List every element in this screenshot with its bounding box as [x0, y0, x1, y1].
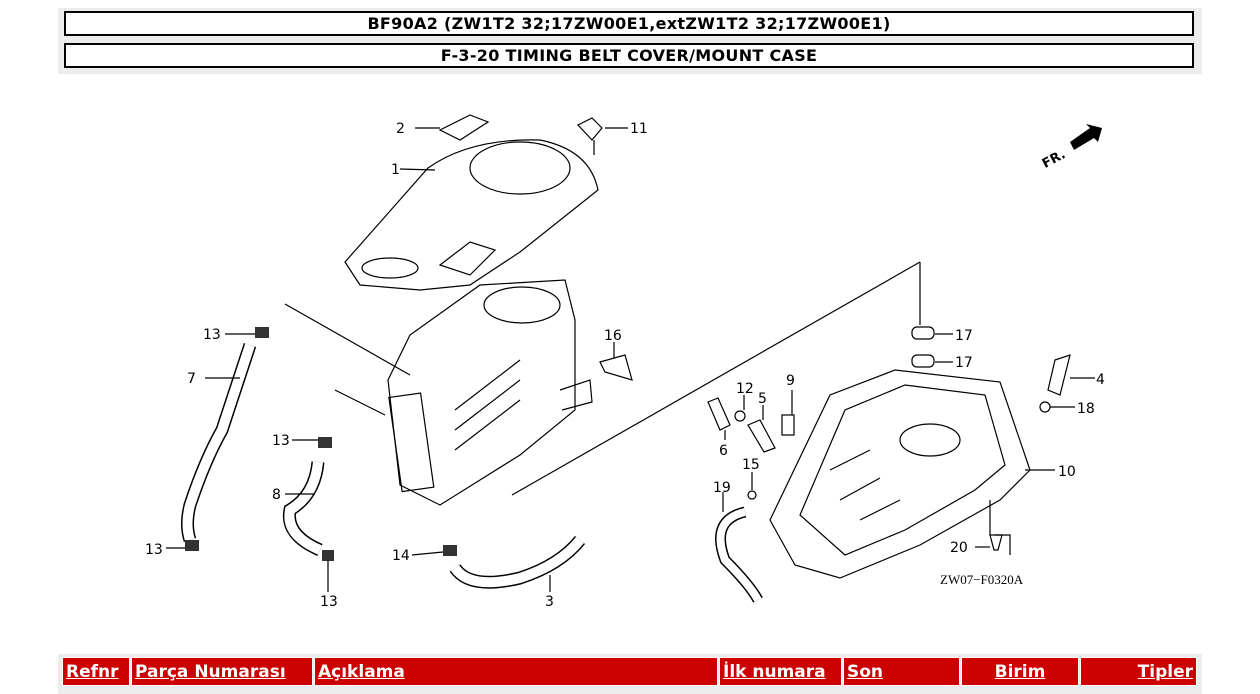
- callout-17b: 17: [955, 355, 973, 371]
- section-title: F-3-20 TIMING BELT COVER/MOUNT CASE: [64, 43, 1194, 68]
- callout-4: 4: [1096, 372, 1105, 388]
- callout-18: 18: [1077, 401, 1095, 417]
- callout-15: 15: [742, 457, 760, 473]
- col-refnr[interactable]: Refnr: [62, 657, 130, 686]
- col-first-number[interactable]: İlk numara: [719, 657, 842, 686]
- callout-13b: 13: [272, 433, 290, 449]
- parts-diagram: 2 1 11 13 7 13 8 13 13 14 3 16 17 17 4 1…: [145, 114, 1105, 610]
- callout-7: 7: [187, 371, 196, 387]
- callout-11: 11: [630, 121, 648, 137]
- callout-5: 5: [758, 391, 767, 407]
- callout-13c: 13: [145, 542, 163, 558]
- col-unit[interactable]: Birim: [961, 657, 1079, 686]
- callout-8: 8: [272, 487, 281, 503]
- small-parts: [599, 326, 1071, 551]
- callout-17a: 17: [955, 328, 973, 344]
- col-part-number[interactable]: Parça Numarası: [131, 657, 313, 686]
- model-title: BF90A2 (ZW1T2 32;17ZW00E1,extZW1T2 32;17…: [64, 11, 1194, 36]
- engine-block: [387, 279, 593, 506]
- header-frame: BF90A2 (ZW1T2 32;17ZW00E1,extZW1T2 32;17…: [58, 8, 1202, 74]
- callout-13a: 13: [203, 327, 221, 343]
- callout-3: 3: [545, 594, 554, 610]
- bolt-11: [577, 117, 603, 155]
- mount-case: [769, 369, 1031, 579]
- grommet: [438, 114, 490, 141]
- callout-2: 2: [396, 121, 405, 137]
- callout-19: 19: [713, 480, 731, 496]
- hose-clamps: [185, 327, 457, 561]
- col-last[interactable]: Son: [843, 657, 960, 686]
- hose-7: [181, 342, 257, 543]
- col-description[interactable]: Açıklama: [314, 657, 718, 686]
- drawing-code: ZW07−F0320A: [940, 572, 1024, 587]
- callout-10: 10: [1058, 464, 1076, 480]
- callout-16: 16: [604, 328, 622, 344]
- callout-20: 20: [950, 540, 968, 556]
- front-arrow-icon: [1070, 124, 1102, 150]
- callout-1: 1: [391, 162, 400, 178]
- callout-numbers: 2 1 11 13 7 13 8 13 13 14 3 16 17 17 4 1…: [145, 121, 1105, 610]
- hose-8: [282, 461, 325, 556]
- callout-13d: 13: [320, 594, 338, 610]
- hose-19: [715, 506, 763, 603]
- callout-12: 12: [736, 381, 754, 397]
- timing-belt-cover: [344, 139, 599, 291]
- callout-6: 6: [719, 443, 728, 459]
- callout-9: 9: [786, 373, 795, 389]
- col-types[interactable]: Tipler: [1080, 657, 1197, 686]
- callout-14: 14: [392, 548, 410, 564]
- front-label: FR.: [1040, 147, 1068, 172]
- hose-3: [449, 535, 586, 589]
- leader-lines: [166, 127, 1095, 592]
